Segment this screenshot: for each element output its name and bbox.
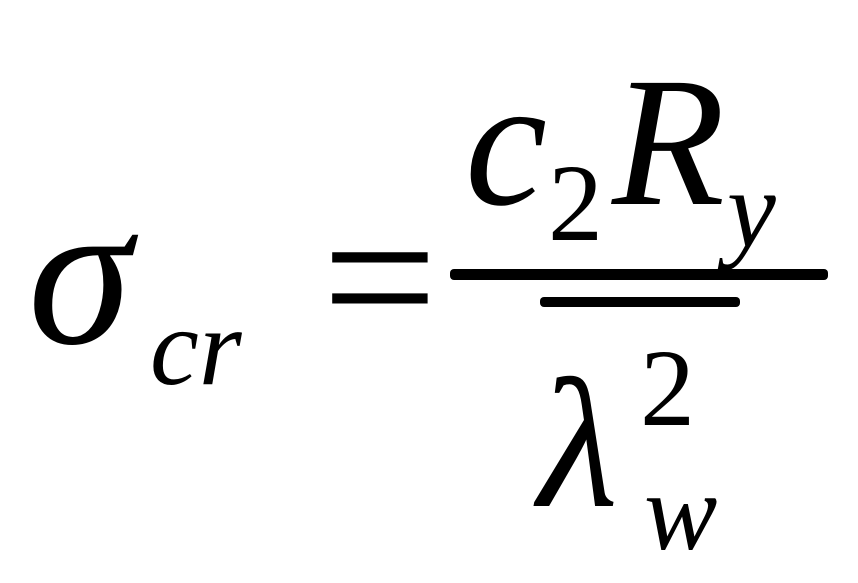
sigma-symbol: σ	[28, 157, 132, 389]
denominator-overline	[540, 297, 740, 307]
fraction-bar	[450, 269, 828, 280]
denominator-lambda-symbol: λ	[538, 342, 619, 547]
denominator-superscript: 2	[640, 327, 695, 449]
denominator-subscript-w: w	[644, 451, 718, 573]
numerator-coefficient-subscript: 2	[548, 142, 603, 264]
numerator-coefficient-c: c	[465, 40, 548, 245]
numerator-variable-R: R	[612, 40, 726, 245]
numerator-variable-subscript-y: y	[727, 148, 776, 270]
equals-sign: =	[322, 164, 438, 391]
sigma-subscript-cr: cr	[150, 286, 242, 408]
